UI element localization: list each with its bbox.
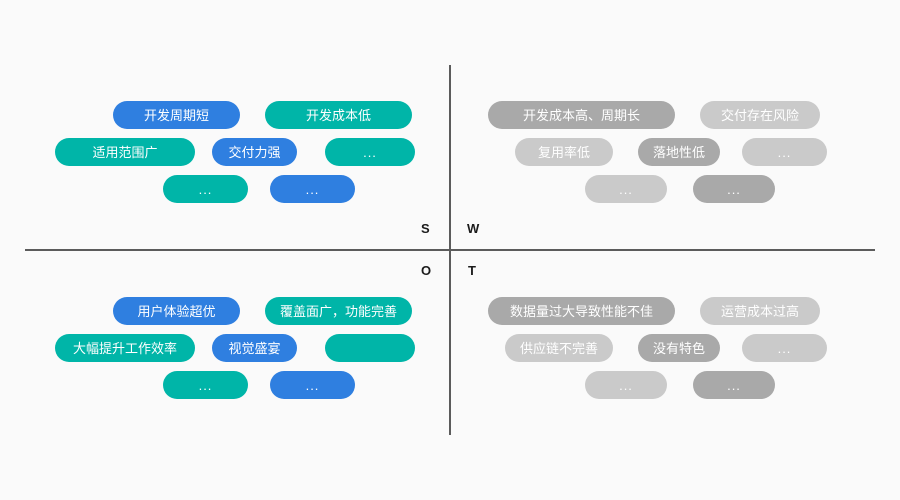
- swot-pill-strengths-6[interactable]: ...: [163, 175, 248, 203]
- swot-pill-opportunities-6[interactable]: ...: [163, 371, 248, 399]
- quadrant-letter-opportunities: O: [421, 263, 432, 278]
- swot-pill-threats-2[interactable]: 运营成本过高: [700, 297, 820, 325]
- swot-pill-threats-3[interactable]: 供应链不完善: [505, 334, 613, 362]
- swot-pill-threats-6[interactable]: ...: [585, 371, 667, 399]
- swot-pill-threats-7[interactable]: ...: [693, 371, 775, 399]
- swot-pill-opportunities-3[interactable]: 大幅提升工作效率: [55, 334, 195, 362]
- swot-pill-threats-5[interactable]: ...: [742, 334, 827, 362]
- swot-pill-strengths-4[interactable]: 交付力强: [212, 138, 297, 166]
- swot-pill-opportunities-5[interactable]: [325, 334, 415, 362]
- swot-pill-weaknesses-7[interactable]: ...: [693, 175, 775, 203]
- swot-pill-weaknesses-1[interactable]: 开发成本高、周期长: [488, 101, 675, 129]
- quadrant-letter-strengths: S: [421, 221, 431, 236]
- swot-pill-strengths-3[interactable]: 适用范围广: [55, 138, 195, 166]
- swot-pill-opportunities-1[interactable]: 用户体验超优: [113, 297, 240, 325]
- swot-pill-weaknesses-2[interactable]: 交付存在风险: [700, 101, 820, 129]
- swot-pill-weaknesses-6[interactable]: ...: [585, 175, 667, 203]
- swot-pill-weaknesses-5[interactable]: ...: [742, 138, 827, 166]
- swot-pill-opportunities-7[interactable]: ...: [270, 371, 355, 399]
- swot-pill-strengths-2[interactable]: 开发成本低: [265, 101, 412, 129]
- quadrant-letter-weaknesses: W: [467, 221, 480, 236]
- swot-pill-threats-4[interactable]: 没有特色: [638, 334, 720, 362]
- swot-pill-weaknesses-4[interactable]: 落地性低: [638, 138, 720, 166]
- swot-pill-threats-1[interactable]: 数据量过大导致性能不佳: [488, 297, 675, 325]
- swot-pill-strengths-1[interactable]: 开发周期短: [113, 101, 240, 129]
- swot-pill-opportunities-4[interactable]: 视觉盛宴: [212, 334, 297, 362]
- quadrant-letter-threats: T: [468, 263, 477, 278]
- swot-pill-strengths-7[interactable]: ...: [270, 175, 355, 203]
- swot-pill-opportunities-2[interactable]: 覆盖面广，功能完善: [265, 297, 412, 325]
- swot-pill-weaknesses-3[interactable]: 复用率低: [515, 138, 613, 166]
- vertical-axis: [449, 65, 451, 435]
- swot-pill-strengths-5[interactable]: ...: [325, 138, 415, 166]
